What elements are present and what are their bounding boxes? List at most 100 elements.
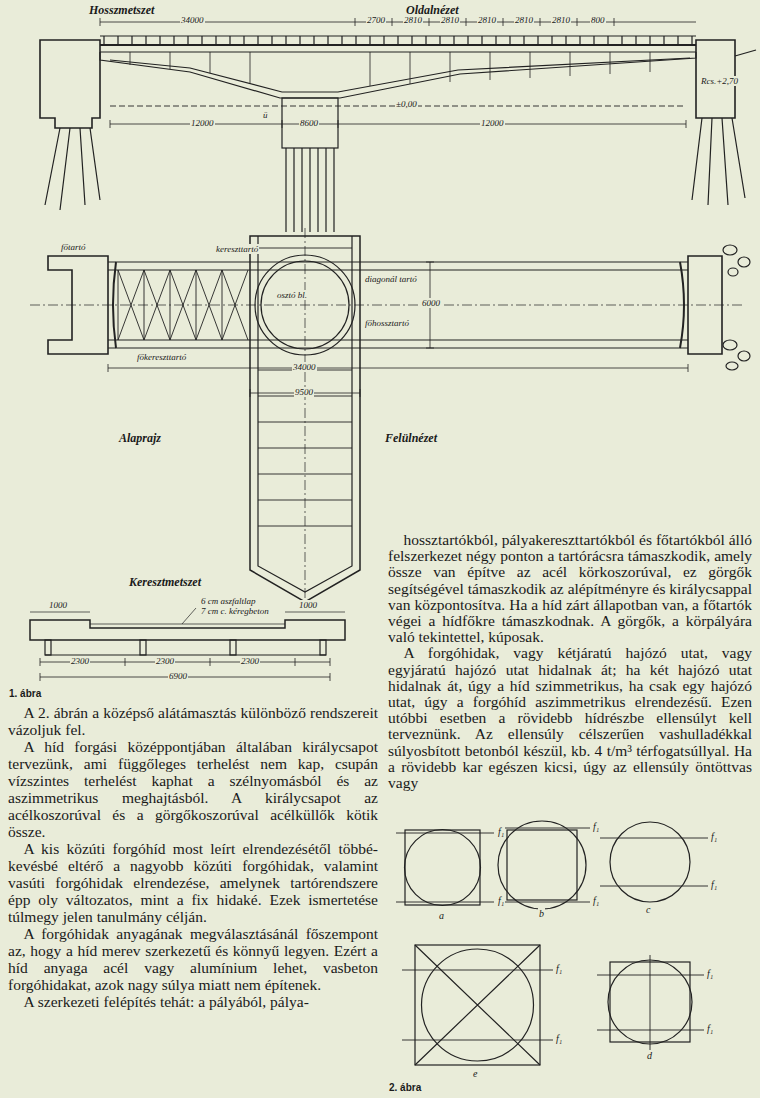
drawing-line	[723, 245, 737, 255]
drawing-line	[258, 236, 352, 592]
drawing-line	[261, 261, 349, 349]
drawing-line	[118, 270, 248, 340]
dimension-label: 2300	[240, 656, 260, 666]
drawing-line	[100, 52, 696, 98]
drawing-line	[255, 255, 355, 355]
figure-letter: f₁	[592, 821, 600, 833]
drawing-line	[230, 640, 236, 655]
dimension-label: 2300	[155, 656, 175, 666]
figure-caption: 1. ábra	[8, 688, 42, 700]
dimension-label: 34000	[292, 362, 317, 372]
figure-letter: f₁	[497, 826, 505, 838]
drawing-line	[680, 262, 684, 348]
figure-letter: f₁	[710, 879, 718, 891]
dimension-label: 2810	[440, 15, 460, 25]
elevation-view	[40, 18, 756, 232]
dimension-label: 6000	[421, 298, 441, 308]
drawing-line	[108, 262, 688, 348]
part-label: diagonál tartó	[364, 274, 418, 284]
dimension-label: 800	[590, 15, 606, 25]
drawing-line	[498, 828, 590, 902]
dimension-label: ü	[262, 110, 269, 120]
drawing-line	[320, 640, 326, 655]
drawing-line	[45, 128, 100, 210]
text-column: A 2. ábrán a középső alátámasztás különb…	[8, 704, 378, 1010]
drawing-line	[140, 640, 146, 655]
drawing-line	[723, 340, 737, 350]
drawing-line	[258, 248, 352, 526]
part-label: főkereszttartó	[136, 352, 187, 362]
drawing-line	[738, 351, 750, 361]
drawing-line	[415, 945, 540, 1065]
part-label: főtartó	[60, 242, 87, 252]
drawing-line	[498, 821, 586, 909]
drawing-line	[110, 58, 690, 92]
figure-caption: 2. ábra	[388, 1082, 422, 1094]
figure-letter: f₁	[592, 895, 600, 907]
dimension-label: 9500	[294, 387, 314, 397]
drawing-line	[735, 50, 756, 56]
figure-letter: a	[438, 910, 445, 922]
dimension-label: 2300	[70, 656, 90, 666]
text-column: hossztartókból, pályakereszttartókból és…	[388, 532, 752, 791]
dimension-label: 2810	[403, 15, 423, 25]
figure-letter: f₁	[555, 963, 563, 975]
drawing-line	[286, 148, 334, 232]
dimension-label: 7 cm c. kéregbeton	[200, 606, 270, 616]
dimension-label: 6900	[168, 671, 188, 681]
figure-letter: f₁	[706, 1023, 714, 1035]
figure-letter: f₁	[497, 895, 505, 907]
drawing-line	[692, 118, 745, 205]
drawing-line	[113, 262, 116, 348]
body-paragraph: A híd forgási középpontjában általában k…	[8, 738, 378, 840]
view-heading: Keresztmetszet	[128, 576, 202, 590]
drawing-line	[597, 955, 704, 1050]
drawing-line	[108, 364, 688, 372]
body-paragraph: hossztartókból, pályakereszttartókból és…	[388, 532, 752, 645]
drawing-line	[405, 830, 481, 906]
drawing-line	[45, 640, 51, 655]
body-paragraph: A forgóhidak anyagának megválasztásánál …	[8, 925, 378, 993]
drawing-line	[48, 256, 108, 354]
body-paragraph: A forgóhidak, vagy kétjáratú hajózó utat…	[388, 645, 752, 791]
dimension-label: 1000	[298, 600, 318, 610]
drawing-line	[396, 833, 494, 902]
drawing-line	[182, 608, 196, 624]
figure-letter: f₁	[555, 1033, 563, 1045]
view-heading: Alaprajz	[118, 432, 162, 446]
figure-letter: c	[645, 904, 651, 916]
part-label: osztó bl.	[276, 290, 308, 300]
figure-letter: e	[472, 1068, 478, 1080]
drawing-line	[507, 830, 577, 900]
drawing-line	[402, 970, 553, 1040]
dimension-label: 2700	[366, 15, 386, 25]
drawing-line	[726, 362, 738, 370]
drawing-line	[415, 945, 540, 1065]
figure-letter: f₁	[706, 968, 714, 980]
drawing-line	[250, 236, 360, 602]
dimension-label: 12000	[190, 118, 215, 128]
drawing-line	[610, 822, 690, 902]
dimension-label: 1000	[48, 600, 68, 610]
dimension-label: Rcs.+2,70	[700, 76, 739, 86]
drawing-line	[282, 98, 338, 148]
drawing-line	[30, 612, 345, 613]
figure-letter: d	[646, 1050, 653, 1062]
drawing-line	[738, 257, 750, 267]
drawing-line	[30, 620, 345, 640]
cross-section	[30, 608, 345, 681]
drawing-line	[688, 256, 722, 354]
dimension-label: 2810	[551, 15, 571, 25]
drawing-line	[728, 268, 738, 276]
dimension-label: ±0,00	[395, 99, 418, 109]
drawing-line	[100, 51, 696, 52]
support-systems-figure	[396, 821, 708, 1065]
body-paragraph: A kis közúti forgóhíd most leírt elrende…	[8, 840, 378, 925]
drawing-line	[600, 838, 708, 886]
dimension-label: 2810	[514, 15, 534, 25]
part-label: főhossztartó	[364, 318, 410, 328]
view-heading: Hosszmetszet	[88, 4, 155, 18]
drawing-line	[40, 40, 100, 128]
dimension-label: 2810	[477, 15, 497, 25]
